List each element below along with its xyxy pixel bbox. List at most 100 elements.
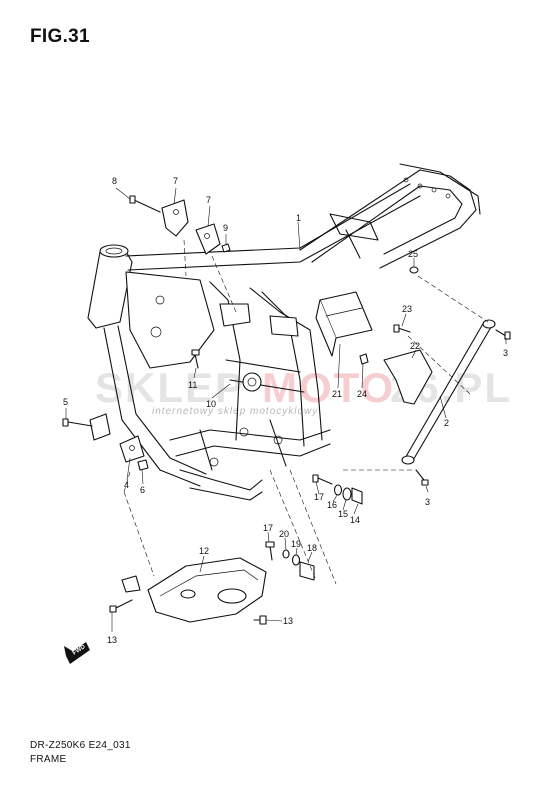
leader-8 [115, 187, 131, 200]
rear-brace-lower-eye [401, 455, 415, 465]
nut-24 [359, 353, 369, 365]
cushion-14 [351, 487, 363, 505]
bolt-13-front-shank [115, 599, 133, 609]
collar-19 [291, 554, 301, 566]
callout-20: 20 [279, 529, 289, 539]
callout-25: 25 [408, 249, 418, 259]
leader-23 [401, 313, 407, 327]
fasteners [62, 195, 511, 625]
callout-7-right: 7 [206, 195, 211, 205]
leader-13-rear [265, 619, 283, 622]
rear-subframe-lower-rail [311, 185, 463, 263]
callout-12: 12 [199, 546, 209, 556]
leader-10 [211, 383, 231, 399]
watermark-brand-a: SKLEP [95, 364, 245, 411]
bolt-13-rear-head [259, 615, 267, 625]
bracket-hole [204, 233, 210, 239]
forward-arrow-head [64, 646, 74, 656]
bolt-5-head [62, 418, 69, 427]
watermark-tagline: internetowy sklep motocyklowy [152, 406, 318, 417]
cradle-strut [269, 419, 287, 467]
leader-lines [65, 187, 507, 632]
leader-17-lower [267, 531, 270, 543]
nut-9 [221, 243, 231, 253]
callout-24: 24 [357, 389, 367, 399]
callout-19: 19 [291, 539, 301, 549]
lower-cradle-inner [175, 443, 331, 457]
bolt-8-shank [133, 199, 161, 213]
callout-13-front: 13 [107, 635, 117, 645]
side-cover-plate [383, 349, 433, 405]
mount-bracket-5 [89, 413, 111, 441]
fwd-badge: FWD [64, 642, 90, 664]
engine-mount-plate [219, 303, 251, 327]
lower-cradle [169, 429, 331, 441]
bolt-17-upper-head [312, 474, 319, 483]
guide [407, 335, 471, 395]
washer-16 [333, 484, 343, 496]
callout-4: 4 [124, 480, 129, 490]
callout-17-lower: 17 [263, 523, 273, 533]
callout-11: 11 [188, 380, 197, 390]
bolt-17-lower-head [265, 541, 275, 548]
battery-box [315, 291, 373, 357]
skid-plate-boss [180, 589, 196, 599]
bolt-23-shank [397, 327, 411, 333]
leader-14 [353, 503, 359, 515]
skid-plate-front-tab [121, 575, 141, 593]
leader-15 [342, 499, 347, 511]
bolt-3-lower-shank [415, 469, 425, 481]
lower-cradle-front [179, 469, 263, 491]
leader-7-right [207, 205, 211, 227]
skid-plate-body [147, 557, 267, 623]
steering-head-bore [105, 247, 123, 255]
callout-15: 15 [338, 509, 348, 519]
battery-box-side [315, 299, 337, 357]
bolt-8-head [129, 195, 136, 204]
leader-16 [332, 494, 338, 503]
gusset-hole [155, 295, 165, 305]
guide [417, 275, 489, 323]
skid-plate [121, 557, 267, 623]
callout-6: 6 [140, 485, 145, 495]
leader-20 [284, 537, 287, 551]
callout-21: 21 [332, 389, 342, 399]
skid-plate-rib [159, 569, 259, 597]
swingarm-pivot-bore [247, 377, 257, 387]
cradle-hole [239, 427, 249, 437]
bolt-13-front-head [109, 605, 117, 613]
center-crossmember [225, 359, 301, 373]
section-name: FRAME [30, 754, 67, 765]
rail-hole [431, 187, 437, 193]
rear-brace-upper-eye [482, 319, 496, 329]
bolt-11-shank [194, 353, 199, 369]
leader-24 [361, 363, 364, 389]
swingarm-pivot [242, 372, 262, 392]
callout-16: 16 [327, 500, 337, 510]
model-code: DR-Z250K6 E24_031 [30, 740, 131, 751]
leader-18 [307, 551, 313, 563]
leader-21 [337, 343, 341, 389]
cap-25 [409, 266, 419, 274]
bolt-17-upper-shank [317, 477, 333, 485]
callout-22: 22 [410, 341, 420, 351]
bolt-11-head [191, 349, 200, 356]
leader-3-lower [425, 485, 429, 493]
watermark: SKLEP MOTO 26.PL internetowy sklep motoc… [95, 364, 510, 417]
rear-subframe-upper-rail [299, 169, 477, 269]
engine-mount-plate [269, 315, 299, 337]
battery-box-edge [325, 307, 363, 317]
assembly-guides [123, 239, 489, 585]
callout-10: 10 [206, 399, 216, 409]
leader-6 [141, 469, 144, 485]
engine-mount-brackets [89, 413, 145, 463]
center-tube-left [209, 281, 241, 441]
guide [211, 255, 237, 313]
center-tube-outer [249, 287, 323, 441]
leader-4 [126, 457, 131, 481]
brackets-7 [161, 199, 221, 255]
callout-8: 8 [112, 176, 117, 186]
nut-6 [137, 459, 149, 471]
subframe-strut [345, 229, 361, 259]
